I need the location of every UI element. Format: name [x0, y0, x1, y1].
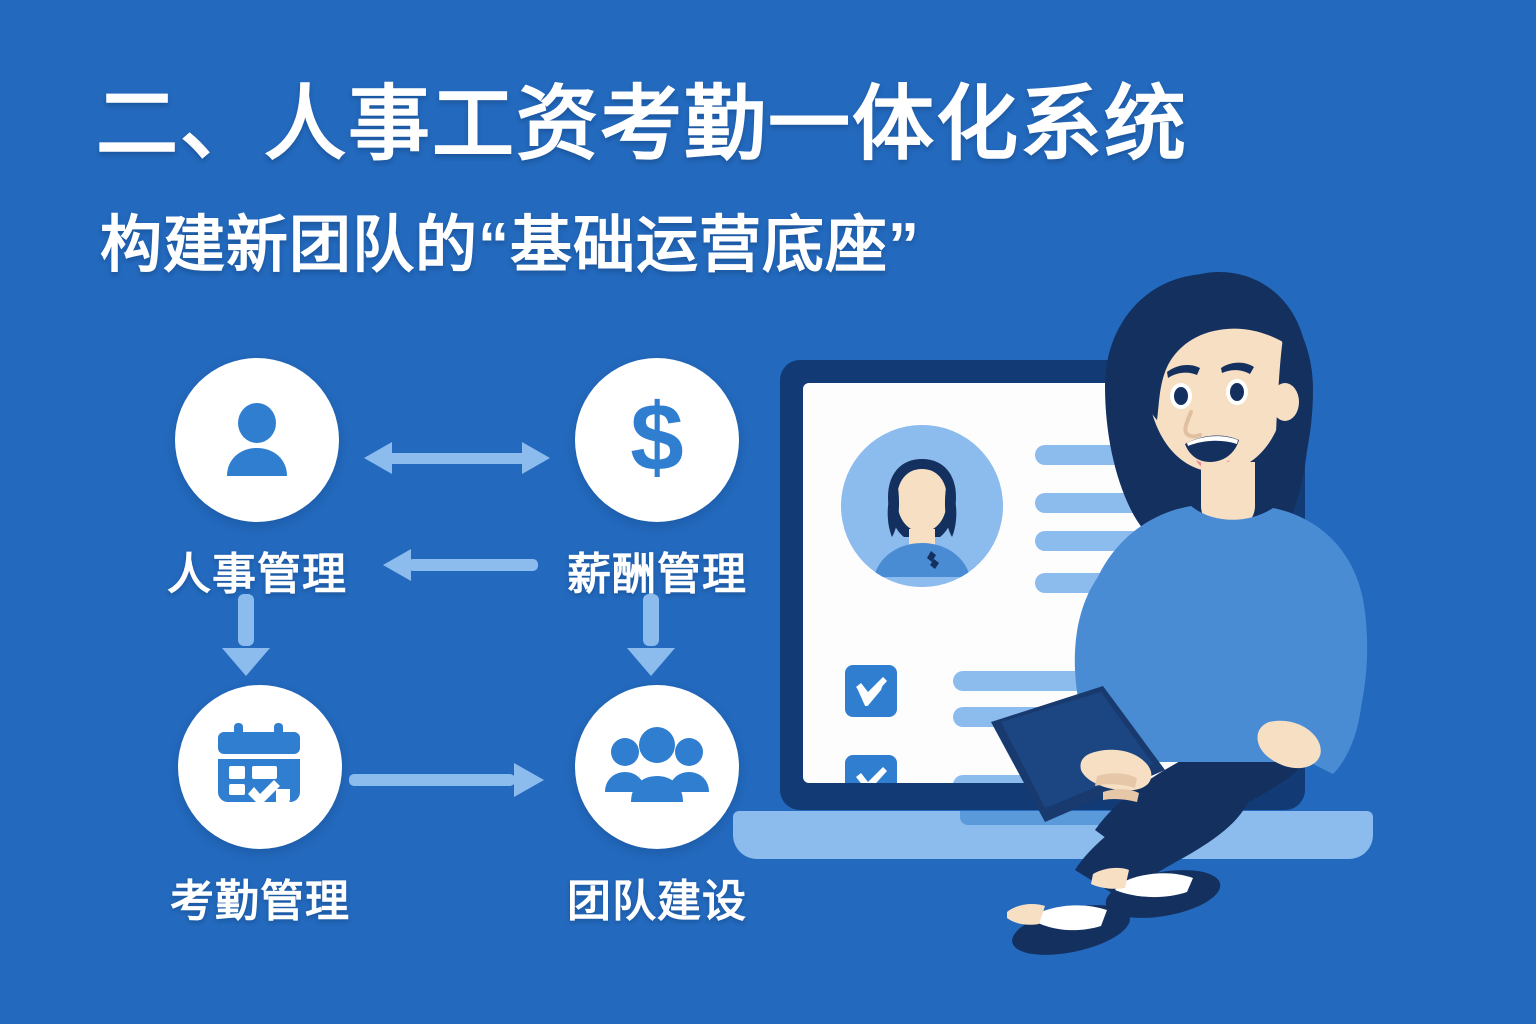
check-icon [856, 677, 887, 706]
ankle-back [1091, 867, 1129, 889]
flow-node-team-circle [575, 685, 739, 849]
flow-node-payroll-label: 薪酬管理 [567, 550, 747, 599]
leg-lower [1075, 748, 1252, 900]
flow-node-attendance-circle [178, 685, 342, 849]
flow-node-hr-label: 人事管理 [167, 550, 347, 599]
sweater-arm-right [1267, 562, 1363, 774]
person-icon [227, 403, 287, 476]
flow-node-hr-circle [175, 358, 339, 522]
svg-text:$: $ [630, 388, 683, 491]
pupil-right [1230, 383, 1244, 401]
hair-fringe [1134, 272, 1307, 420]
flow-node-hr[interactable]: 人事管理 [162, 358, 352, 602]
flow-node-attendance[interactable]: 考勤管理 [165, 685, 355, 929]
checklist-text-bar [953, 671, 1113, 691]
calendar-check-icon [218, 723, 300, 806]
dollar-icon: $ [630, 388, 683, 491]
arrow-down-icon [222, 594, 270, 676]
flow-node-payroll-circle: $ [575, 358, 739, 522]
flow-node-team[interactable]: 团队建设 [562, 685, 752, 929]
teeth [1187, 436, 1238, 446]
sock-back [1115, 873, 1193, 898]
person-with-tablet [985, 262, 1405, 962]
process-flow-diagram: 人事管理 $ 薪酬管理 [0, 340, 780, 960]
ankle-front [1007, 904, 1045, 925]
page-title: 二、人事工资考勤一体化系统 [96, 79, 1189, 170]
avatar-figure-icon [841, 425, 1003, 587]
double-arrow-horizontal-icon [364, 442, 550, 474]
hand-right [1257, 720, 1321, 769]
checklist-checkbox-2[interactable] [845, 755, 897, 783]
hand-left-fingers [1095, 773, 1137, 788]
checklist-text-bar [953, 775, 1075, 783]
laptop-trackpad-notch [960, 811, 1120, 825]
employee-avatar [841, 425, 1003, 587]
sock-front [1029, 905, 1107, 931]
connector-payroll-team [620, 592, 682, 683]
check-icon [856, 767, 887, 783]
flow-node-payroll[interactable]: $ 薪酬管理 [562, 358, 752, 602]
arrow-right-icon [349, 763, 544, 797]
eyebrow-right [1221, 362, 1254, 374]
connector-hr-attendance [215, 592, 277, 683]
nose [1183, 410, 1202, 439]
checklist-checkbox-1[interactable] [845, 665, 897, 717]
eyebrow-left [1167, 364, 1200, 378]
connector-payroll-hr [382, 540, 540, 595]
connector-hr-payroll [362, 432, 552, 489]
pupil-left [1174, 387, 1188, 405]
page-subtitle: 构建新团队的“基础运营底座” [100, 211, 921, 280]
sweater-forearm [1263, 696, 1353, 760]
group-people-icon [605, 727, 709, 802]
connector-attendance-team [345, 755, 545, 810]
ear [1271, 383, 1299, 421]
arrow-down-icon [627, 594, 675, 676]
flow-node-attendance-label: 考勤管理 [170, 877, 350, 926]
arrow-left-icon [383, 549, 538, 581]
neck [1201, 462, 1255, 530]
hair-side [1275, 326, 1310, 534]
hand-left-fingers-2 [1103, 789, 1139, 802]
flow-node-team-label: 团队建设 [567, 877, 747, 926]
woman-illustration-icon [991, 272, 1368, 955]
